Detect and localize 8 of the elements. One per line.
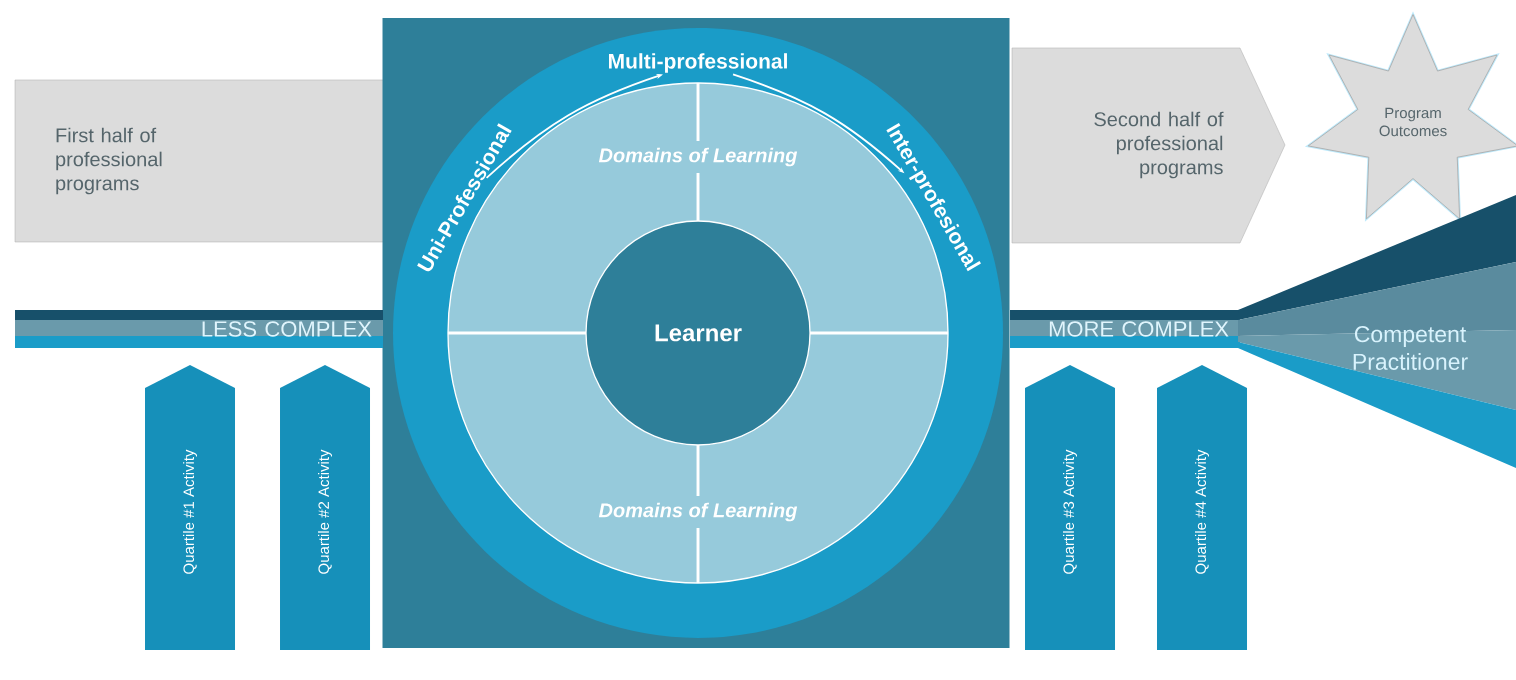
complexity-bar: LESS COMPLEX — [15, 310, 383, 348]
activity-tag: Quartile #3 Activity — [1025, 365, 1115, 650]
ring-label: Multi-professional — [609, 53, 787, 73]
complexity-bar: MORE COMPLEX — [1010, 310, 1240, 348]
activity-tag: Quartile #4 Activity — [1157, 365, 1247, 650]
funnel: Competent Practitioner — [1238, 195, 1516, 468]
activity-tag: Quartile #1 Activity — [145, 365, 235, 650]
activity-tag: Quartile #2 Activity — [280, 365, 370, 650]
